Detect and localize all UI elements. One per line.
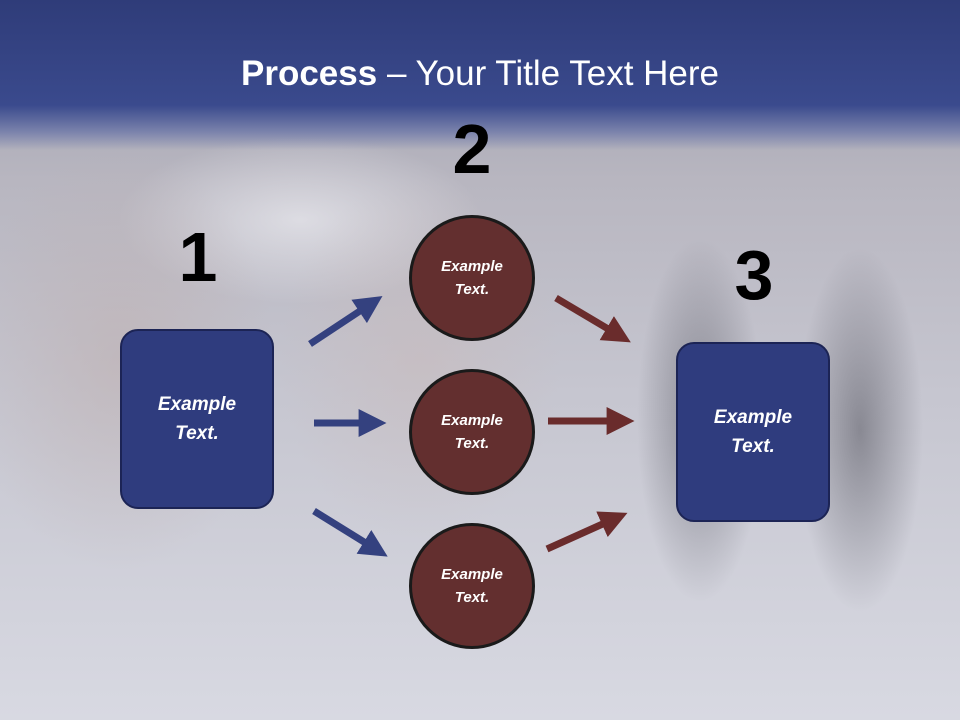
circle-middle-label: Example Text. (441, 412, 503, 452)
title-bar (0, 0, 960, 150)
circle-bottom-label: Example Text. (441, 566, 503, 606)
arrow-bottom-to-right (545, 511, 628, 553)
process-box-right: Example Text. (676, 342, 830, 522)
arrow-left-to-bottom (312, 508, 388, 557)
step-number-2: 2 (452, 110, 492, 188)
title-rest: – Your Title Text Here (377, 54, 719, 93)
arrow-left-to-top (308, 296, 383, 347)
slide-title: Process – Your Title Text Here (0, 52, 960, 96)
title-bold: Process (241, 54, 378, 93)
box-left-label: Example Text. (157, 394, 237, 444)
process-circle-bottom: Example Text. (409, 523, 535, 649)
arrow-top-to-right (554, 294, 631, 343)
process-box-left: Example Text. (120, 329, 274, 509)
process-circle-top: Example Text. (409, 215, 535, 341)
process-circle-middle: Example Text. (409, 369, 535, 495)
step-number-1: 1 (178, 218, 218, 296)
step-number-3: 3 (734, 236, 774, 314)
circle-top-label: Example Text. (441, 258, 503, 298)
box-right-label: Example Text. (713, 407, 793, 457)
